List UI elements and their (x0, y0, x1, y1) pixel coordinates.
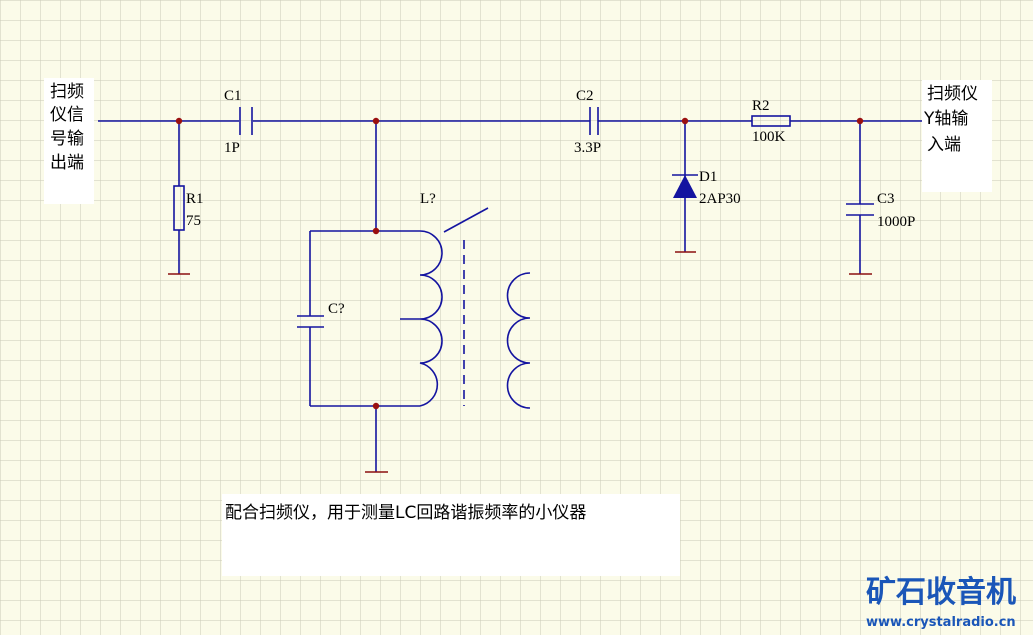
output-label-line-2: Y轴输 (923, 109, 968, 129)
c1-name: C1 (224, 88, 242, 104)
junction-tank-top (372, 227, 380, 235)
junction-c3 (856, 117, 864, 125)
d1-value: 2AP30 (699, 191, 741, 207)
c3-name: C3 (877, 191, 895, 207)
caption-box (222, 494, 680, 576)
c3-value: 1000P (877, 214, 915, 230)
r1-value: 75 (186, 213, 201, 229)
r2-name: R2 (752, 98, 770, 114)
logo-url: www.crystalradio.cn (866, 615, 1016, 630)
c1-value: 1P (224, 140, 240, 156)
resistor-r1-branch (168, 121, 190, 275)
caption-text: 配合扫频仪，用于测量LC回路谐振频率的小仪器 (225, 503, 586, 523)
output-label-box (922, 80, 992, 192)
diode-d1-branch (672, 121, 698, 253)
junction-d1 (681, 117, 689, 125)
input-label-line-4: 出端 (50, 153, 84, 173)
junction-r1 (175, 117, 183, 125)
capacitor-c2 (589, 107, 599, 135)
lc-tank (297, 121, 420, 473)
junction-dots (175, 117, 864, 410)
input-label-line-3: 号输 (50, 129, 84, 149)
tuning-capacitor-name: C? (328, 301, 345, 317)
c2-name: C2 (576, 88, 594, 104)
resistor-r2 (751, 115, 791, 127)
output-label-line-3: 入端 (927, 135, 961, 155)
junction-lc-top (372, 117, 380, 125)
inductor-l (400, 207, 531, 409)
site-logo: 矿石收音机 www.crystalradio.cn (866, 575, 1016, 630)
d1-name: D1 (699, 169, 717, 185)
r1-name: R1 (186, 191, 204, 207)
capacitor-c3-branch (846, 121, 874, 275)
inductor-name: L? (420, 191, 436, 207)
input-label-line-2: 仪信 (50, 105, 84, 125)
output-label-line-1: 扫频仪 (927, 84, 978, 104)
input-label-line-1: 扫频 (50, 82, 84, 102)
logo-text: 矿石收音机 (866, 575, 1016, 610)
junction-tank-bottom (372, 402, 380, 410)
capacitor-c1 (239, 107, 253, 135)
r2-value: 100K (752, 129, 786, 145)
input-label-box (44, 78, 94, 204)
c2-value: 3.3P (574, 140, 601, 156)
